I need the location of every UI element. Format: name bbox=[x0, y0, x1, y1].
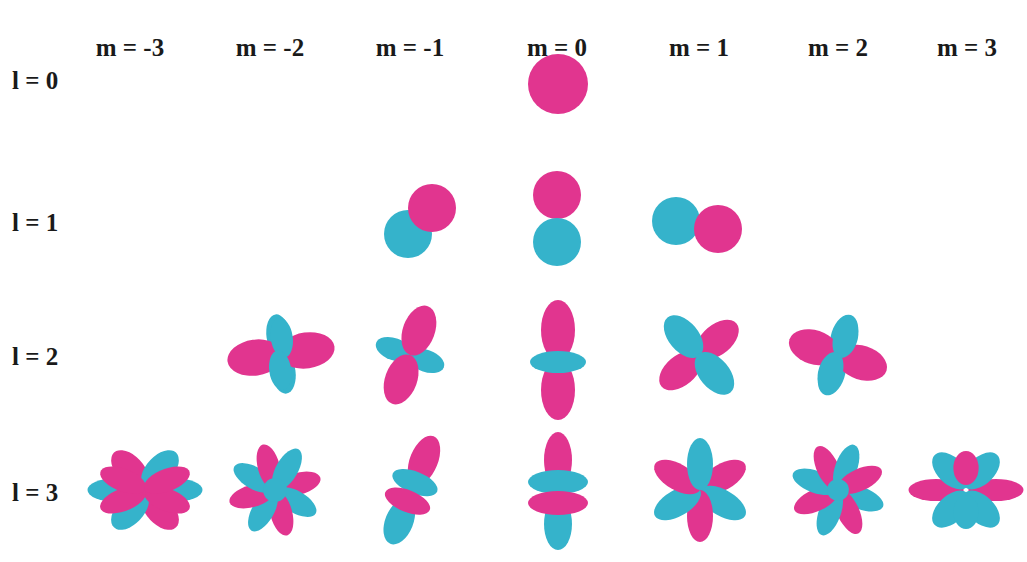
column-header: m = -2 bbox=[236, 35, 304, 60]
column-header: m = 0 bbox=[527, 35, 587, 60]
column-header: m = -1 bbox=[376, 35, 444, 60]
row-header: l = 1 bbox=[12, 210, 58, 235]
row-header: l = 2 bbox=[12, 344, 58, 369]
row-header: l = 3 bbox=[12, 480, 58, 505]
column-header: m = 1 bbox=[669, 35, 729, 60]
column-header: m = 3 bbox=[937, 35, 997, 60]
column-header: m = 2 bbox=[808, 35, 868, 60]
column-header: m = -3 bbox=[96, 35, 164, 60]
p-orbital bbox=[384, 184, 456, 258]
row-header: l = 0 bbox=[12, 68, 58, 93]
